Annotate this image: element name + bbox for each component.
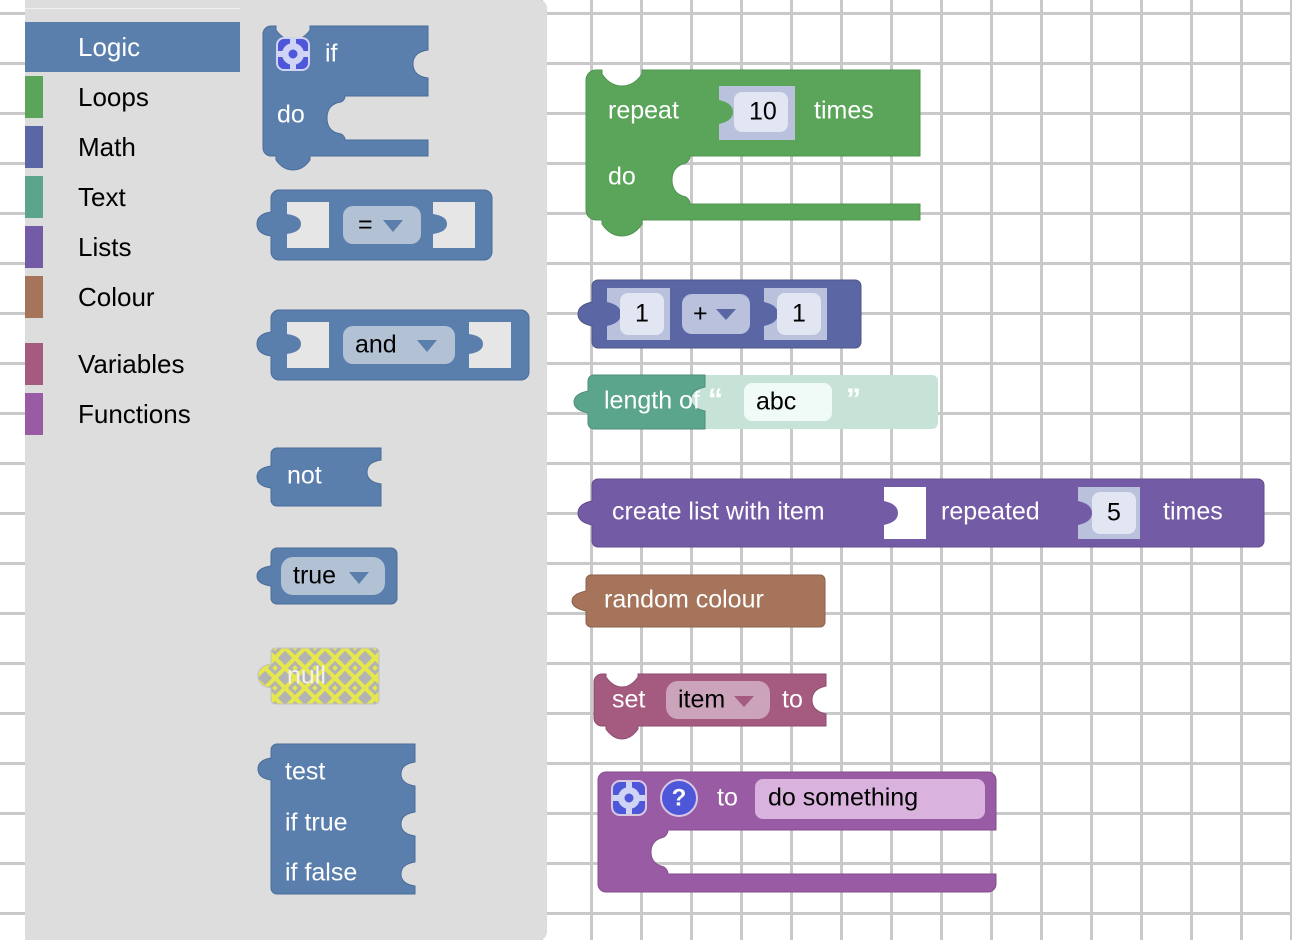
block-label-repeated: repeated: [941, 498, 1040, 526]
function-name-field[interactable]: do something: [768, 784, 918, 812]
text-value-abc[interactable]: abc: [756, 388, 796, 416]
category-colour-swatch: [25, 393, 43, 435]
toolbox-top-spacer: [25, 0, 240, 22]
empty-input-socket[interactable]: [884, 487, 926, 539]
block-label-test: test: [285, 758, 325, 786]
gear-icon: [611, 780, 647, 816]
category-colour-swatch: [25, 76, 43, 118]
ws-block-text-length[interactable]: “ abc ” length of: [573, 374, 949, 433]
toolbox-category-text[interactable]: Text: [25, 172, 240, 222]
flyout-block-logic-null[interactable]: null: [255, 647, 395, 705]
category-label: Functions: [78, 398, 191, 429]
category-colour-swatch: [25, 226, 43, 268]
flyout-block-logic-ternary[interactable]: test if true if false: [255, 743, 435, 895]
block-label-if-false: if false: [285, 859, 357, 887]
block-label-to: to: [717, 784, 738, 812]
category-colour-swatch: [25, 26, 43, 68]
help-icon: ?: [660, 779, 698, 817]
toolbox-category-functions[interactable]: Functions: [25, 389, 240, 439]
ws-block-colour-random[interactable]: random colour: [571, 574, 842, 629]
toolbox-category-lists[interactable]: Lists: [25, 222, 240, 272]
dropdown-value-compare[interactable]: =: [358, 211, 373, 239]
ws-block-variables-set[interactable]: set item to: [593, 673, 854, 740]
toolbox-category-logic[interactable]: Logic: [25, 22, 240, 72]
ws-block-math-arithmetic[interactable]: 1 + 1: [577, 279, 878, 350]
category-colour-swatch: [25, 126, 43, 168]
toolbox-category-loops[interactable]: Loops: [25, 72, 240, 122]
chevron-down-icon: [349, 572, 369, 584]
svg-text:?: ?: [672, 784, 687, 811]
flyout-block-logic-boolean[interactable]: true: [255, 547, 415, 605]
dropdown-value-boolean[interactable]: true: [293, 562, 336, 590]
number-value-left[interactable]: 1: [635, 300, 649, 328]
number-value-10[interactable]: 10: [749, 98, 777, 126]
number-value-right[interactable]: 1: [792, 300, 806, 328]
quote-close-icon: ”: [846, 383, 861, 416]
ws-block-procedures-def[interactable]: ? to do something: [597, 771, 1008, 897]
category-colour-swatch: [25, 343, 43, 385]
number-value-5[interactable]: 5: [1107, 499, 1121, 527]
flyout-block-logic-operation[interactable]: and: [255, 309, 535, 381]
block-label-repeat: repeat: [608, 97, 679, 125]
dropdown-value-variable[interactable]: item: [678, 686, 725, 714]
toolbox-separator: [25, 8, 240, 339]
quote-open-icon: “: [708, 383, 723, 416]
chevron-down-icon: [716, 309, 736, 320]
operator-value[interactable]: +: [693, 300, 708, 328]
flyout-block-logic-compare[interactable]: =: [255, 189, 505, 261]
block-label-length-of: length of: [604, 387, 700, 415]
chevron-down-icon: [734, 696, 754, 707]
block-label-to: to: [782, 686, 803, 714]
chevron-down-icon: [417, 340, 437, 352]
flyout-block-controls-if[interactable]: if do: [262, 25, 438, 171]
block-label-set: set: [612, 686, 645, 714]
category-label: Math: [78, 131, 136, 162]
block-label-random-colour: random colour: [604, 586, 764, 614]
block-label-times: times: [1163, 498, 1223, 526]
block-label-create-list: create list with item: [612, 498, 825, 526]
toolbox-category-colour[interactable]: Colour: [25, 272, 240, 322]
category-label: Logic: [78, 31, 141, 62]
ws-block-controls-repeat[interactable]: repeat 10 times do: [585, 69, 931, 237]
category-label: Variables: [78, 348, 185, 379]
block-label-do: do: [277, 101, 305, 129]
gear-icon: [276, 37, 310, 71]
category-label: Lists: [78, 231, 132, 262]
toolbox[interactable]: Logic Loops Math Text Lists Colour Var: [25, 0, 240, 940]
dropdown-value-operation[interactable]: and: [355, 331, 397, 359]
ws-block-lists-repeat[interactable]: create list with item repeated 5 times: [577, 478, 1268, 549]
category-colour-swatch: [25, 176, 43, 218]
flyout-block-logic-negate[interactable]: not: [255, 447, 405, 507]
toolbox-category-math[interactable]: Math: [25, 122, 240, 172]
block-label-not: not: [287, 462, 322, 490]
block-label-null: null: [287, 662, 326, 690]
category-label: Text: [78, 181, 126, 212]
category-label: Loops: [78, 81, 149, 112]
block-label-if-true: if true: [285, 809, 348, 837]
toolbox-flyout[interactable]: if do = and: [240, 0, 547, 940]
chevron-down-icon: [383, 220, 403, 232]
block-label-if: if: [325, 40, 338, 68]
category-colour-swatch: [25, 276, 43, 318]
toolbox-category-variables[interactable]: Variables: [25, 339, 240, 389]
block-label-do: do: [608, 163, 636, 191]
block-label-times: times: [814, 97, 874, 125]
category-label: Colour: [78, 281, 155, 312]
